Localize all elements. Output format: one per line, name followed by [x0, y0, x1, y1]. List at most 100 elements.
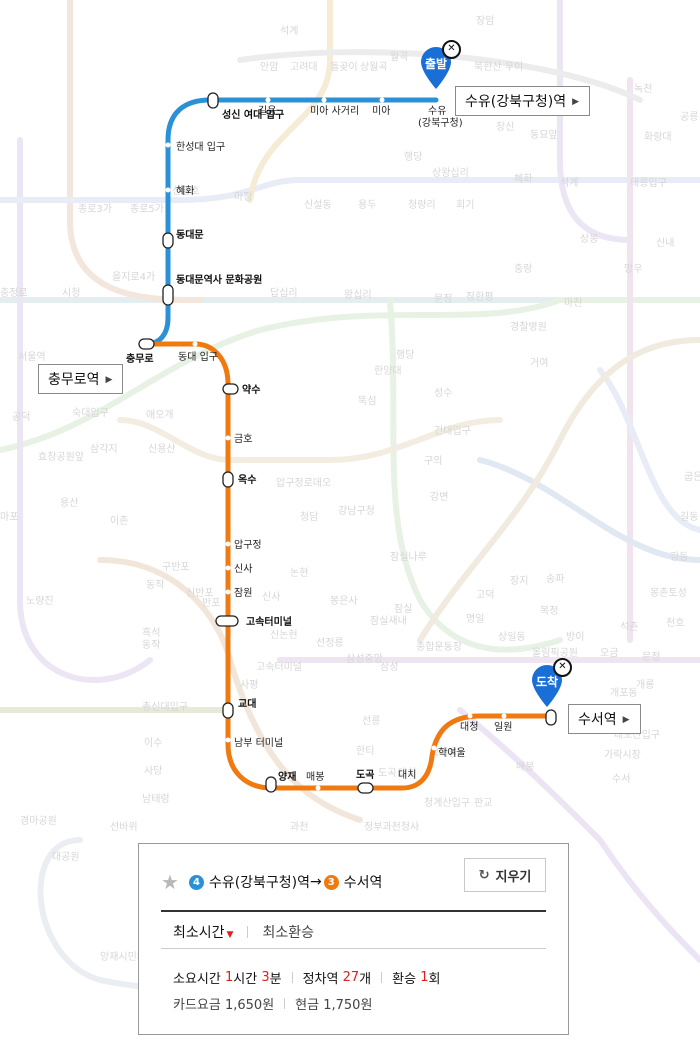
transfer-marker-dogok	[357, 782, 374, 794]
card-fare-label: 카드요금	[173, 998, 221, 1013]
station-dot	[467, 713, 473, 719]
ghost-label: 안암	[260, 61, 278, 73]
start-pin-close-icon[interactable]: ✕	[442, 40, 461, 59]
ghost-label: 행당	[396, 349, 414, 361]
ghost-label: 삼각지	[90, 443, 118, 455]
end-pin-label: 도착	[536, 674, 558, 689]
cash-fare-label: 현금	[295, 998, 320, 1013]
ghost-label: 종합운동장	[416, 641, 462, 653]
line4-route	[143, 97, 439, 347]
transfer-marker-express	[215, 615, 239, 627]
station-label-sinsa: 신사	[234, 563, 252, 575]
station-label-ddp: 동대문역사 문화공원	[176, 273, 262, 286]
station-label-dongguk: 동대 입구	[178, 350, 218, 363]
transfer-marker-chungmuro	[138, 338, 155, 350]
station-label-oksu: 옥수	[238, 474, 256, 486]
ghost-label: 수서	[612, 773, 630, 785]
station-dot	[225, 737, 231, 743]
start-station-callout[interactable]: 수유(강북구청)역▶	[455, 86, 591, 116]
station-label-apgujeong: 압구정	[234, 538, 262, 551]
station-dot	[379, 97, 385, 103]
end-pin[interactable]: 도착 ✕	[530, 658, 572, 708]
station-label-gireum: 길음	[258, 104, 276, 117]
station-label-maebong: 매봉	[306, 771, 324, 783]
summary-separator	[291, 972, 293, 983]
ghost-label: 석촌	[620, 621, 638, 633]
route-arrow: →	[310, 874, 322, 890]
ghost-label: 사평	[240, 679, 258, 691]
ghost-label: 서울역	[18, 351, 46, 363]
ghost-label: 선바위	[110, 820, 138, 833]
end-pin-icon: 도착	[532, 665, 562, 707]
ghost-label: 상봉	[580, 233, 598, 245]
ghost-label: 동묘앞	[530, 129, 558, 141]
ghost-label: 망우	[624, 263, 642, 275]
ghost-label: 고려대	[290, 61, 318, 73]
ghost-label: 공릉	[680, 111, 698, 123]
ghost-label: 효창공원앞	[38, 451, 84, 463]
station-dot	[321, 97, 327, 103]
station-label-suyu: 수유	[428, 105, 446, 117]
station-label-geumho: 금호	[234, 433, 252, 445]
ghost-label: 대치	[398, 767, 416, 779]
ghost-label: 이수	[144, 737, 162, 749]
ghost-label: 혜화	[514, 173, 532, 185]
ghost-label: 잠실나루	[390, 551, 427, 563]
ghost-label: 개포동	[610, 687, 638, 699]
transfer-marker-dongdaemun	[162, 232, 174, 249]
ghost-label: 논현	[290, 567, 308, 579]
station-label-nambu-terminal: 남부 터미널	[234, 737, 283, 749]
transfer-station-callout[interactable]: 충무로역▶	[38, 364, 124, 394]
ghost-label: 고속터미널	[256, 661, 302, 673]
station-label-suyu-sub: (강북구청)	[418, 117, 463, 129]
route-station-labels: 수유 (강북구청) 미아 미아 사거리 길음 성신 여대 입구 한성대 입구 혜…	[126, 104, 512, 783]
panel-divider	[161, 948, 546, 949]
ghost-label: 동작	[146, 579, 164, 591]
line4-ticks	[165, 97, 385, 193]
ghost-label: 석계	[560, 177, 578, 189]
station-label-miasageori: 미아 사거리	[310, 105, 359, 117]
ghost-label: 상일동	[498, 631, 526, 643]
start-pin-label: 출발	[425, 56, 447, 71]
ghost-label: 화랑대	[644, 131, 672, 143]
time-hours: 1	[224, 970, 234, 985]
ghost-label: 중랑	[514, 263, 532, 275]
end-pin-close-icon[interactable]: ✕	[553, 658, 572, 677]
ghost-label: 총신대입구	[142, 700, 188, 713]
line3-ticks	[192, 341, 507, 791]
route-info-panel: ★ 4 수유(강북구청)역 → 3 수서역 ↻ 지우기 최소시간▼ 최소환승 소…	[138, 843, 569, 1035]
ghost-label: 한양대	[374, 365, 402, 377]
start-pin-icon: 출발	[421, 47, 451, 89]
station-dot	[265, 97, 271, 103]
tab-min-time[interactable]: 최소시간▼	[173, 922, 233, 942]
ghost-label: 선정릉	[316, 637, 344, 649]
ghost-label: 월곡	[390, 51, 408, 63]
ghost-label: 남태령	[142, 793, 170, 805]
ghost-label: 명일	[466, 613, 484, 625]
transfer-marker-gyodae	[222, 702, 234, 719]
start-pin[interactable]: 출발 ✕	[419, 40, 461, 90]
transfer-markers	[138, 92, 557, 794]
tab-min-transfer[interactable]: 최소환승	[262, 925, 314, 941]
station-label-irwon: 일원	[494, 721, 512, 733]
ghost-label: 신사	[262, 591, 280, 603]
ghost-label: 신내	[656, 237, 674, 249]
end-station-callout[interactable]: 수서역▶	[568, 704, 641, 734]
station-label-hakyeoul: 학여울	[438, 747, 466, 759]
reset-button[interactable]: ↻ 지우기	[464, 858, 546, 892]
ghost-label: 경마공원	[20, 814, 57, 827]
refresh-icon: ↻	[478, 867, 490, 883]
ghost-label: 종로3가	[78, 203, 112, 215]
ghost-label: 용산	[60, 497, 78, 509]
reset-button-label: 지우기	[495, 869, 532, 885]
transfer-count: 1	[420, 970, 429, 985]
star-icon[interactable]: ★	[161, 870, 179, 894]
station-dot	[192, 341, 198, 347]
route-to-station: 수서역	[343, 875, 383, 891]
ghost-label: 이촌	[110, 515, 128, 527]
tab-separator	[247, 926, 249, 938]
ghost-label: 애오개	[146, 409, 174, 421]
ghost-label: 장지	[510, 575, 528, 587]
ghost-label: 고덕	[476, 589, 494, 601]
